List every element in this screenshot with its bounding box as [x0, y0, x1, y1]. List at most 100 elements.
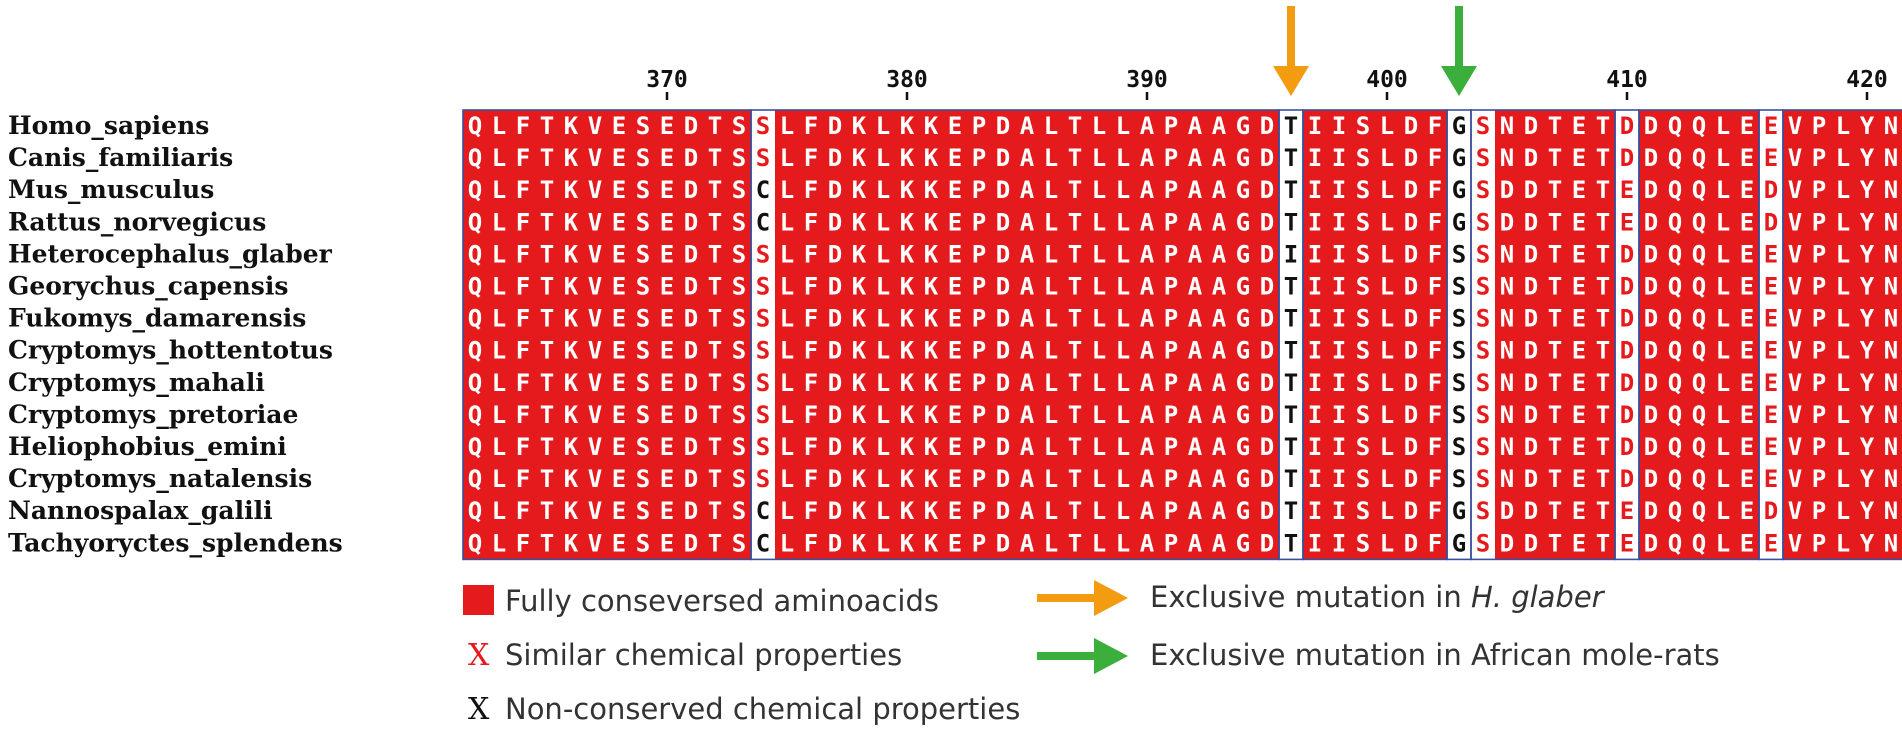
- residue: S: [732, 176, 746, 204]
- residue: Y: [1860, 208, 1875, 236]
- residue: V: [1788, 112, 1802, 140]
- residue: A: [1188, 144, 1203, 172]
- residue: N: [1884, 337, 1898, 365]
- residue: Q: [1692, 369, 1706, 397]
- conserved-column-bg: [1255, 110, 1280, 560]
- residue: T: [1548, 240, 1562, 268]
- residue: F: [1428, 208, 1442, 236]
- legend-orange-label-plain: Exclusive mutation in: [1150, 580, 1471, 614]
- residue: T: [1548, 401, 1562, 429]
- residue: E: [612, 529, 626, 557]
- residue: N: [1884, 240, 1898, 268]
- residue: K: [852, 240, 867, 268]
- legend-orange-arrow-icon: [1037, 580, 1128, 616]
- residue: T: [1284, 337, 1298, 365]
- green-arrow-head: [1441, 66, 1477, 96]
- conserved-column-bg: [1855, 110, 1880, 560]
- residue: T: [1284, 497, 1298, 525]
- residue: P: [972, 369, 986, 397]
- residue: T: [1068, 465, 1082, 493]
- residue: T: [1284, 208, 1298, 236]
- conserved-column-bg: [1783, 110, 1808, 560]
- residue: I: [1332, 176, 1346, 204]
- residue: D: [1524, 144, 1538, 172]
- residue: D: [1404, 112, 1418, 140]
- conserved-column-bg: [703, 110, 728, 560]
- legend-green-arrow-head: [1094, 638, 1128, 674]
- residue: D: [1260, 401, 1274, 429]
- residue: A: [1020, 337, 1035, 365]
- residue: E: [948, 176, 962, 204]
- residue: L: [1716, 433, 1730, 461]
- residue: T: [708, 497, 722, 525]
- residue: F: [804, 529, 818, 557]
- residue: A: [1140, 176, 1155, 204]
- residue: T: [1596, 497, 1610, 525]
- residue: I: [1332, 305, 1346, 333]
- residue: E: [660, 144, 674, 172]
- residue: E: [1620, 208, 1634, 236]
- conserved-column-bg: [919, 110, 944, 560]
- residue: T: [708, 369, 722, 397]
- residue: K: [564, 240, 579, 268]
- residue: P: [1812, 401, 1826, 429]
- residue: F: [516, 305, 530, 333]
- residue: S: [636, 176, 650, 204]
- residue: E: [1764, 337, 1778, 365]
- residue: V: [1788, 337, 1802, 365]
- residue: L: [1044, 240, 1058, 268]
- residue: S: [1452, 401, 1466, 429]
- residue: L: [876, 497, 890, 525]
- residue: D: [1644, 337, 1658, 365]
- ruler-label: 420: [1846, 67, 1888, 93]
- residue: K: [900, 433, 915, 461]
- residue: I: [1308, 401, 1322, 429]
- legend-green-arrow-shaft: [1037, 652, 1095, 660]
- residue: I: [1332, 240, 1346, 268]
- sequence-name: Tachyoryctes_splendens: [8, 528, 343, 557]
- residue: T: [1284, 465, 1298, 493]
- residue: G: [1236, 465, 1250, 493]
- residue: V: [588, 337, 602, 365]
- residue: V: [588, 112, 602, 140]
- residue: Q: [1668, 369, 1682, 397]
- residue: A: [1140, 369, 1155, 397]
- sequence-name: Fukomys_damarensis: [8, 304, 306, 333]
- residue: L: [1380, 497, 1394, 525]
- residue: D: [1764, 176, 1778, 204]
- residue: Q: [468, 529, 482, 557]
- residue: L: [492, 529, 506, 557]
- residue: L: [1116, 433, 1130, 461]
- residue: A: [1188, 337, 1203, 365]
- residue: S: [732, 401, 746, 429]
- residue: T: [540, 144, 554, 172]
- conserved-column-bg: [1567, 110, 1592, 560]
- residue: G: [1452, 176, 1466, 204]
- residue: L: [1716, 273, 1730, 301]
- residue: L: [1716, 176, 1730, 204]
- legend-green-label: Exclusive mutation in African mole-rats: [1150, 638, 1720, 672]
- residue: F: [516, 465, 530, 493]
- residue: G: [1236, 144, 1250, 172]
- residue: T: [708, 529, 722, 557]
- residue: E: [612, 240, 626, 268]
- residue: L: [1380, 305, 1394, 333]
- residue: Y: [1860, 465, 1875, 493]
- residue: Y: [1860, 401, 1875, 429]
- residue: T: [540, 529, 554, 557]
- residue: V: [588, 305, 602, 333]
- residue: F: [516, 369, 530, 397]
- residue: T: [1068, 369, 1082, 397]
- residue: P: [1812, 240, 1826, 268]
- residue: L: [1836, 208, 1850, 236]
- residue: L: [1116, 465, 1130, 493]
- residue: T: [1596, 144, 1610, 172]
- conserved-column-bg: [943, 110, 968, 560]
- residue: L: [1716, 369, 1730, 397]
- residue: L: [780, 112, 794, 140]
- residue: K: [564, 433, 579, 461]
- residue: I: [1308, 144, 1322, 172]
- residue: D: [1620, 240, 1634, 268]
- residue: E: [1740, 208, 1754, 236]
